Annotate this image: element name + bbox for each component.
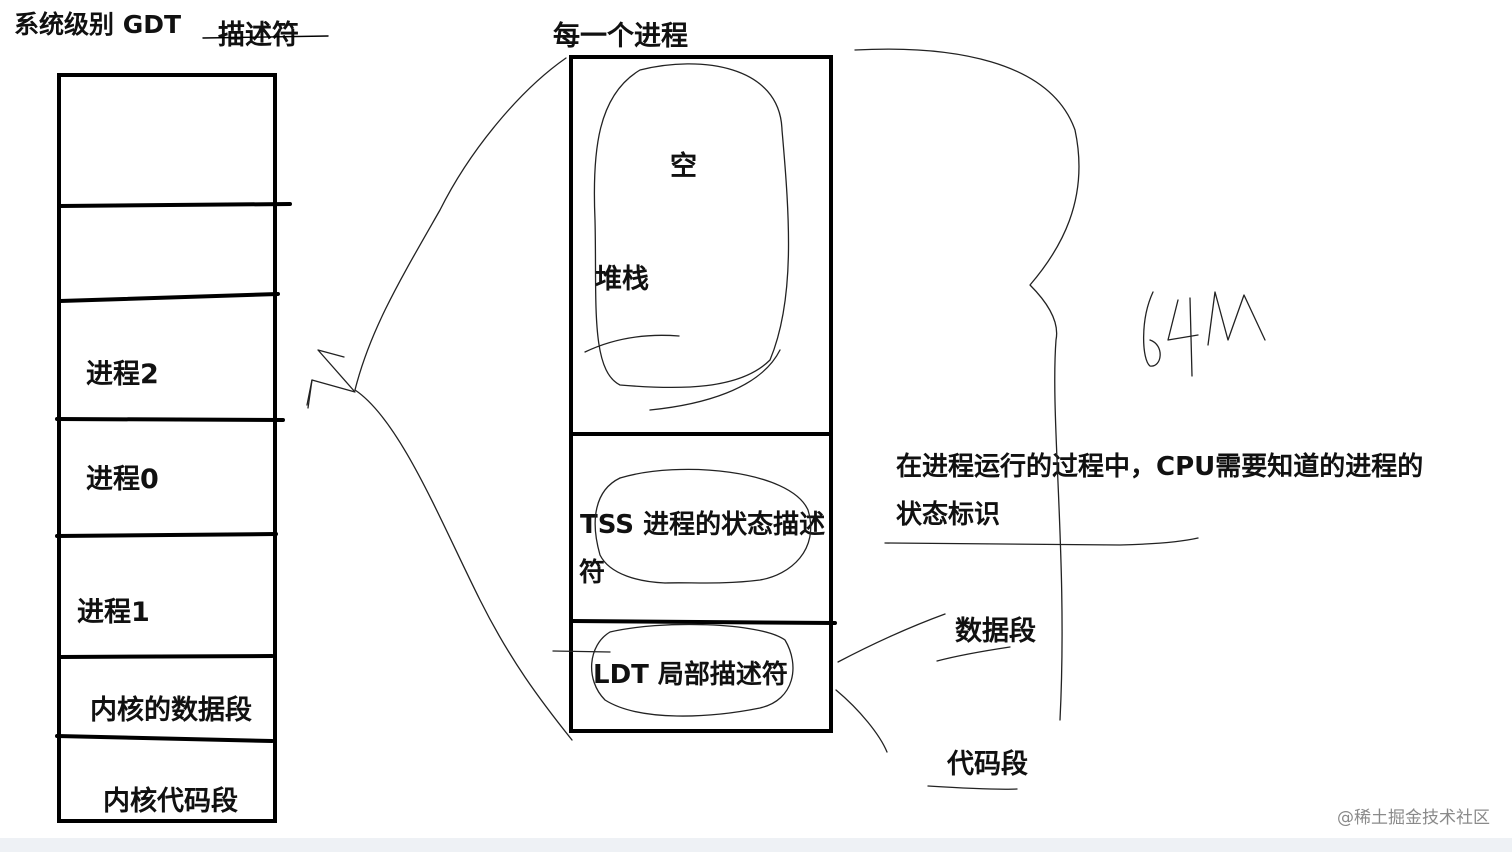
- gdt-title: 系统级别 GDT: [14, 10, 182, 39]
- process-empty-label: 空: [670, 151, 697, 182]
- data-underline: [936, 646, 1011, 662]
- ldt-to-data-line: [837, 613, 946, 663]
- process-stack-label: 堆栈: [595, 264, 649, 295]
- gdt-row-dividers: [55, 202, 292, 743]
- handwriting-4: [1167, 297, 1199, 377]
- data-segment-label: 数据段: [955, 616, 1036, 647]
- process-title: 每一个进程: [553, 21, 688, 52]
- gdt-subtitle: 描述符: [218, 20, 299, 51]
- gdt-slot-process-0: 进程0: [86, 464, 159, 495]
- ldt-circle: [591, 623, 794, 717]
- gdt-table: [57, 73, 277, 823]
- code-underline: [927, 785, 1018, 790]
- subtitle-underline: [202, 35, 329, 39]
- process-dividers: [570, 432, 837, 625]
- gdt-slot-kernel-code: 内核代码段: [103, 786, 238, 817]
- ldt-to-code-line: [835, 689, 888, 753]
- stack-underline: [584, 334, 680, 353]
- tss-circle-left: [594, 477, 666, 584]
- bottom-bar: [0, 838, 1512, 852]
- handwriting-m: [1207, 291, 1266, 346]
- ldt-label: LDT 局部描述符: [593, 660, 788, 690]
- note-line1: 在进程运行的过程中，CPU需要知道的进程的: [896, 452, 1424, 482]
- gdt-slot-process-2: 进程2: [86, 359, 159, 390]
- zoom-arrow-tick: [307, 379, 313, 409]
- handwriting-6: [1143, 291, 1161, 367]
- process-box: [569, 55, 833, 733]
- tss-circle: [619, 468, 812, 584]
- note-line2: 状态标识: [896, 500, 1001, 530]
- zoom-line-bottom: [354, 389, 573, 741]
- note-underline: [884, 537, 1199, 546]
- zoom-arrow-head: [306, 349, 356, 406]
- tss-label-line1: TSS 进程的状态描述: [580, 510, 826, 540]
- code-segment-label: 代码段: [947, 749, 1028, 780]
- ldt-left-tick: [552, 650, 611, 653]
- gdt-slot-process-1: 进程1: [77, 597, 150, 628]
- gdt-slot-kernel-data: 内核的数据段: [90, 695, 252, 726]
- zoom-line-top: [354, 57, 567, 391]
- tss-label-line2: 符: [579, 558, 606, 588]
- size-brace: [854, 48, 1080, 721]
- stack-circle: [593, 63, 790, 389]
- watermark: @稀土掘金技术社区: [1337, 808, 1490, 828]
- stack-circle-tail: [649, 349, 781, 411]
